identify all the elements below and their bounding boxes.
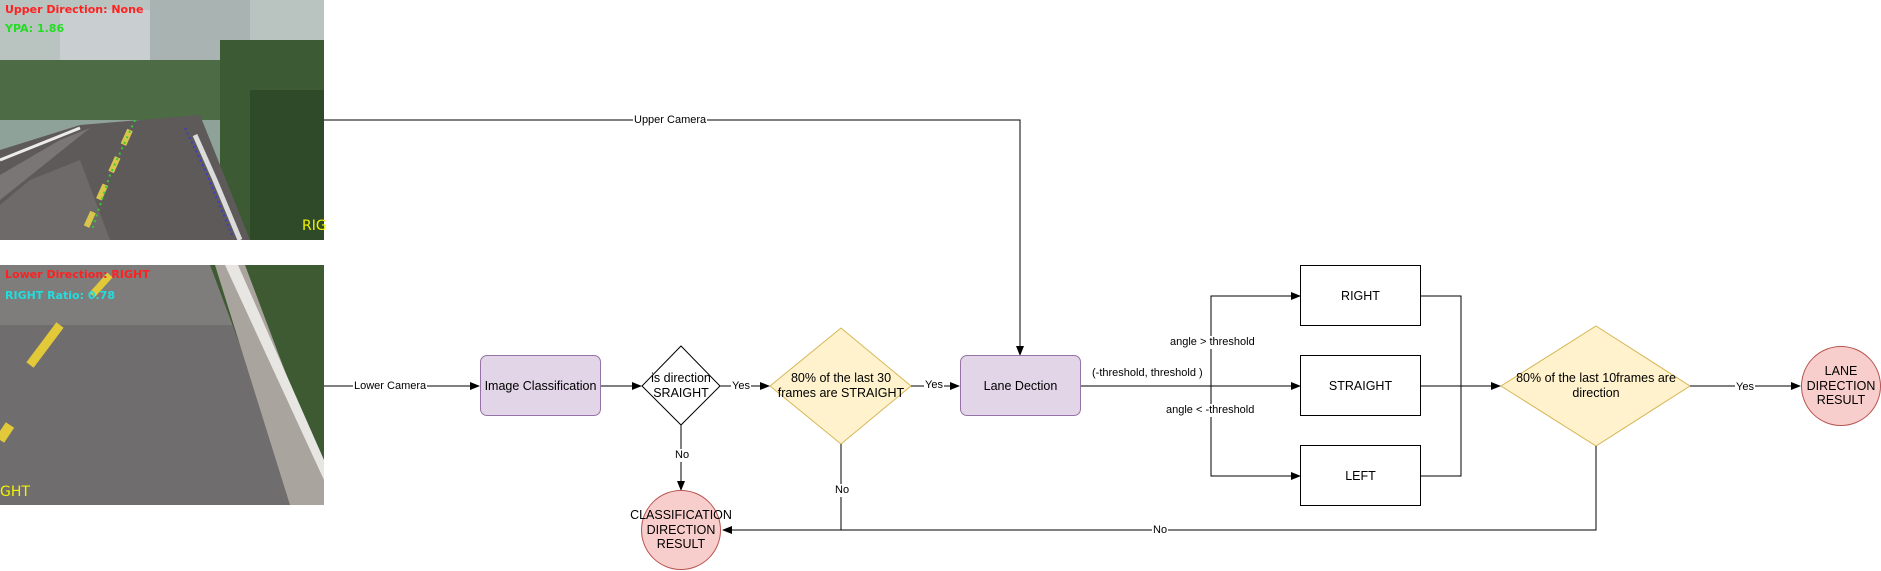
- yes-label-3: Yes: [1735, 381, 1755, 394]
- edge-last10-no: [841, 446, 1597, 531]
- upper-direction-overlay: Upper Direction: None: [5, 3, 144, 16]
- straight-node: STRAIGHT: [1300, 355, 1421, 416]
- lane-detection-node: Lane Dection: [960, 355, 1081, 416]
- right-node: RIGHT: [1300, 265, 1421, 326]
- lower-edge-text: GHT: [0, 484, 30, 500]
- lower-camera-label: Lower Camera: [353, 380, 428, 393]
- yes-label-1: Yes: [731, 380, 751, 393]
- angle-less-label: angle < -threshold: [1165, 404, 1256, 417]
- classification-direction-result-node: CLASSIFICATION DIRECTION RESULT: [630, 490, 732, 570]
- upper-camera-label: Upper Camera: [633, 114, 708, 127]
- decision-last10-label: 80% of the last 10frames are direction: [1516, 371, 1676, 400]
- no-label-2: No: [834, 484, 851, 497]
- decision-last30-label: 80% of the last 30 frames are STRAIGHT: [777, 371, 905, 400]
- edge-last30-no: [722, 444, 842, 534]
- angle-greater-label: angle > threshold: [1169, 336, 1256, 349]
- lower-camera-image: [0, 265, 324, 505]
- lane-direction-result-node: LANE DIRECTION RESULT: [1801, 346, 1881, 426]
- edge-lane-to-right: [1210, 292, 1301, 386]
- lower-metric-overlay: RIGHT Ratio: 0.78: [5, 289, 115, 302]
- decision-is-straight-label: is direction SRAIGHT: [651, 371, 711, 400]
- edge-upper-camera: [324, 119, 1024, 356]
- left-node: LEFT: [1300, 445, 1421, 506]
- no-label-1: No: [674, 449, 691, 462]
- upper-camera-image: [0, 0, 324, 240]
- image-classification-node: Image Classification: [480, 355, 601, 416]
- upper-metric-overlay: YPA: 1.86: [5, 22, 65, 35]
- edge-lane-to-left: [1210, 386, 1301, 480]
- lower-direction-overlay: Lower Direction: RIGHT: [5, 268, 150, 281]
- no-label-3: No: [1152, 524, 1169, 537]
- threshold-range-label: (-threshold, threshold ): [1091, 367, 1204, 380]
- upper-edge-text: RIG: [302, 218, 327, 234]
- yes-label-2: Yes: [924, 379, 944, 392]
